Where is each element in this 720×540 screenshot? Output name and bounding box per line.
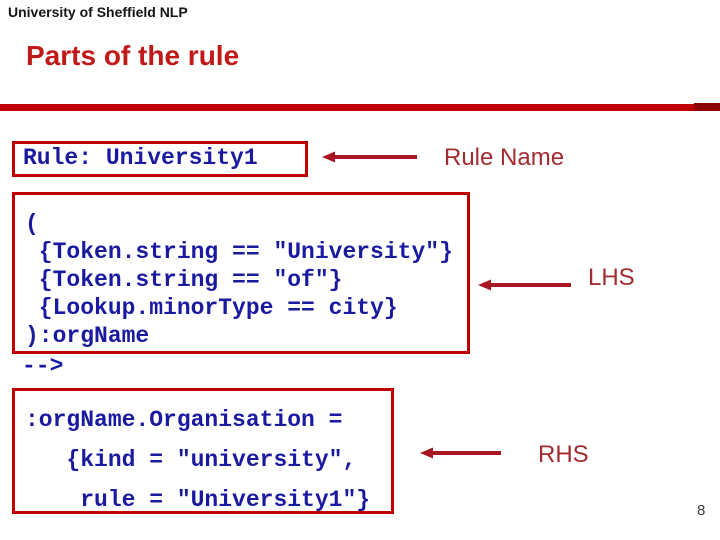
rhs-code-line: {kind = "university", [25,447,357,473]
lhs-code-line: ( [25,211,39,237]
rhs-arrow-icon [420,447,501,459]
lhs-code-line: {Lookup.minorType == city} [25,295,398,321]
title-divider-bar-end [694,103,720,111]
page-number: 8 [697,502,706,519]
title-divider-bar [0,104,720,111]
rule-name-label: Rule Name [444,144,565,171]
rhs-box: :orgName.Organisation = {kind = "univers… [12,388,394,514]
org-header: University of Sheffield NLP [8,4,188,20]
rhs-code-line: rule = "University1"} [25,487,371,513]
rule-name-arrow-icon [322,151,417,163]
rule-name-code: Rule: University1 [23,145,258,171]
rhs-code-line: :orgName.Organisation = [25,407,343,433]
lhs-rhs-separator: --> [22,353,64,379]
lhs-code-line: {Token.string == "of"} [25,267,343,293]
rule-name-box: Rule: University1 [12,141,308,177]
lhs-code-line: ):orgName [25,323,150,349]
lhs-arrow-icon [478,279,571,291]
page-title: Parts of the rule [26,40,240,71]
lhs-box: ( {Token.string == "University"} {Token.… [12,192,470,354]
lhs-label: LHS [588,264,635,291]
rhs-label: RHS [538,441,589,468]
lhs-code-line: {Token.string == "University"} [25,239,453,265]
